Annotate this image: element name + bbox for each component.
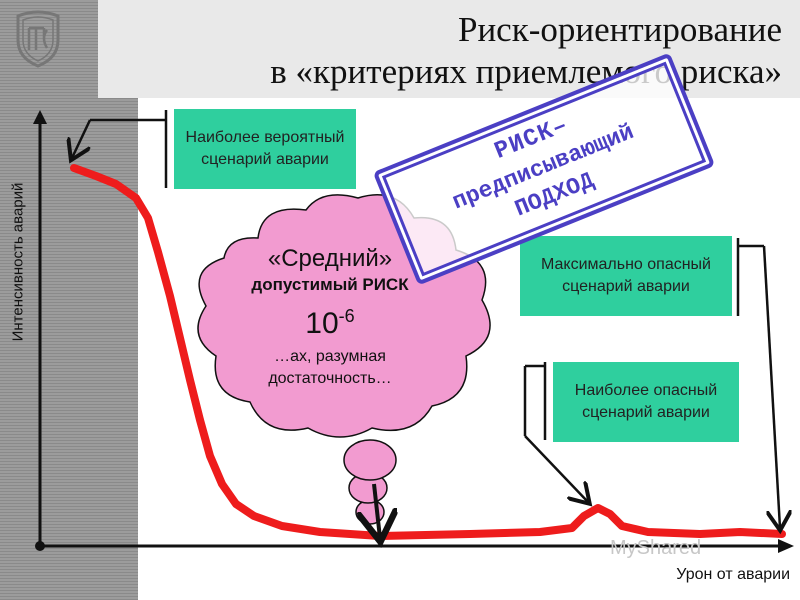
cloud-pointer-arrow (374, 483, 380, 538)
origin-dot (35, 541, 45, 551)
title-line-2: в «критериях приемлемого риска» (270, 52, 782, 91)
cloud-sufficiency-note: …ах, разумная достаточность… (268, 348, 392, 387)
connector-max-dangerous (736, 238, 780, 528)
risk-value-exponent: -6 (338, 306, 355, 326)
x-axis-label: Урон от аварии (676, 566, 790, 583)
title-line-1: Риск-ориентирование (457, 10, 782, 49)
shield-logo-icon (16, 10, 60, 68)
cloud-risk-value: 10-6 (232, 296, 428, 344)
box-max-dangerous-scenario: Максимально опасный сценарий аварии (520, 236, 732, 316)
left-decor-band (0, 0, 138, 600)
risk-curve (70, 164, 786, 540)
watermark: MyShared (610, 537, 702, 559)
cloud-average-label: «Средний» (267, 245, 393, 272)
connector-most-dangerous (523, 362, 588, 502)
cloud-text: «Средний» допустимый РИСК 10-6 …ах, разу… (232, 244, 428, 390)
connector-most-probable (72, 110, 168, 188)
x-axis-arrow (778, 539, 794, 553)
cloud-acceptable-risk-label: допустимый РИСК (251, 275, 409, 294)
box-most-probable-scenario: Наиболее вероятный сценарий аварии (174, 109, 356, 189)
title-bar: Риск-ориентирование в «критериях приемле… (98, 0, 800, 98)
risk-value-base: 10 (305, 307, 339, 340)
y-axis-label: Интенсивность аварий (9, 182, 27, 342)
box-most-dangerous-scenario: Наиболее опасный сценарий аварии (553, 362, 739, 442)
y-axis-arrow (33, 110, 47, 124)
